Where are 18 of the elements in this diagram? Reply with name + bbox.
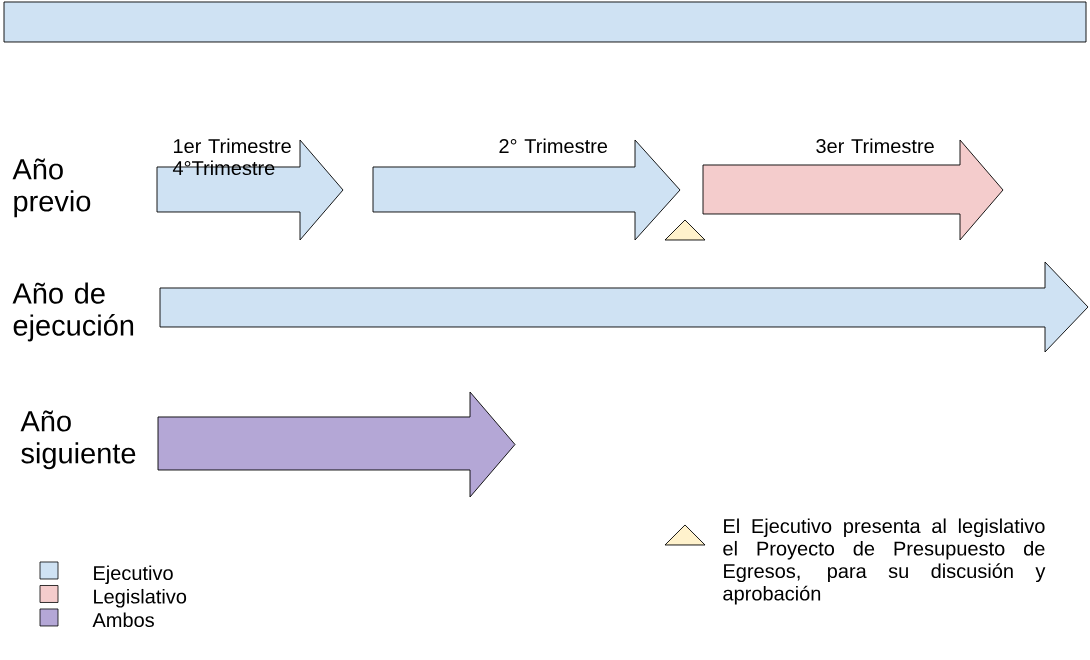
- arrow-shape: [156, 139, 344, 241]
- legend-label: El Ejecutivo presenta al legislativo el Proyecto de Presupuesto de Egresos, para su discusión y aprobación: [723, 518, 1046, 605]
- banner-box: [3, 1, 1087, 43]
- row-label: Año siguiente: [20, 410, 136, 470]
- legend-label: Legislativo: [94, 588, 187, 608]
- quarter-label: 3er Trimestre: [816, 138, 934, 154]
- quarter-label: 4°Trimestre: [172, 160, 275, 176]
- row-label: Año de ejecución: [12, 282, 134, 342]
- quarter-label: 1er Trimestre: [174, 138, 291, 154]
- quarter-label: 2° Trimestre: [499, 138, 608, 154]
- row-label: Año previo: [12, 158, 91, 218]
- legend-label: Ambos: [92, 612, 154, 628]
- arrow-shape: [702, 139, 1004, 241]
- legend-label: Ejecutivo: [94, 565, 173, 585]
- arrow-shape: [157, 391, 516, 498]
- triangle-marker: [664, 219, 706, 241]
- arrow-shape: [159, 261, 1089, 353]
- arrow-shape: [372, 139, 681, 241]
